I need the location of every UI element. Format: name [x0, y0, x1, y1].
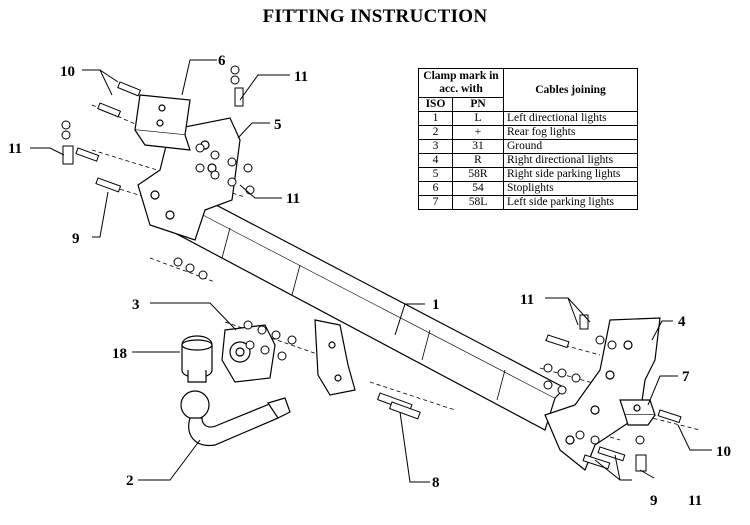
nuts-and-washers	[61, 65, 645, 445]
main-crossbeam	[159, 184, 567, 431]
ball-cover-cap	[181, 335, 213, 383]
callout-11-mid: 11	[286, 191, 300, 207]
small-angle-bracket	[619, 399, 656, 426]
callout-11-left: 11	[8, 141, 22, 157]
table-subheader-row: ISO PN	[418, 97, 638, 112]
tow-ball-neck	[180, 390, 291, 446]
callout-7: 7	[682, 369, 690, 385]
callout-1: 1	[432, 297, 440, 313]
header-pn: PN	[452, 97, 504, 112]
callout-10-top-left: 10	[60, 64, 75, 80]
cell-desc: Right side parking lights	[503, 167, 638, 182]
socket-plate	[221, 324, 276, 383]
callout-6: 6	[218, 53, 226, 69]
table-row: 2+Rear fog lights	[418, 125, 638, 140]
left-side-bracket	[137, 117, 241, 241]
callout-9-right: 9	[650, 493, 658, 509]
clamp-mark-table: Clamp mark in acc. with Cables joining I…	[418, 68, 638, 210]
callout-3: 3	[132, 297, 140, 313]
page-title: FITTING INSTRUCTION	[262, 6, 488, 27]
callout-10-right: 10	[716, 444, 731, 460]
callout-9-left: 9	[72, 231, 80, 247]
cell-desc: Left side parking lights	[503, 195, 638, 210]
callout-2: 2	[126, 473, 134, 489]
callout-4: 4	[678, 314, 686, 330]
callout-11-right-bottom: 11	[688, 493, 702, 509]
bolts	[62, 81, 682, 472]
top-mounting-plate	[134, 94, 191, 151]
centre-mounting-plate	[314, 319, 356, 396]
callout-18: 18	[112, 346, 127, 362]
leader-lines	[30, 59, 712, 483]
callout-labels: 10 6 11 5 11 11 9 1 3 18 2 8 11 4 7 10 9…	[8, 53, 731, 509]
callout-11-top: 11	[294, 69, 308, 85]
cell-pn: 58R	[452, 167, 504, 182]
header-clamp-mark: Clamp mark in acc. with	[418, 68, 504, 98]
callout-8: 8	[432, 475, 440, 491]
callout-11-right-top: 11	[520, 292, 534, 308]
callout-5: 5	[274, 117, 282, 133]
